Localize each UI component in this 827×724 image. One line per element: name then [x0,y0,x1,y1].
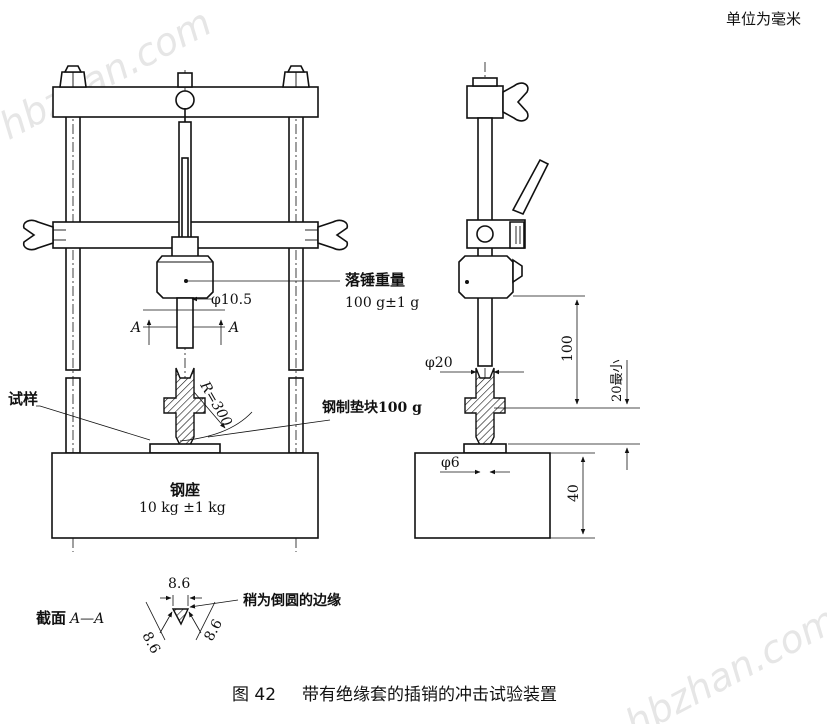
drop-weight-value: 100 g±1 g [345,295,419,311]
side-drop-weight [458,255,514,299]
unit-note: 单位为毫米 [726,10,801,28]
steel-pad-label: 钢制垫块100 g [322,399,422,416]
section-a-a: 8.6 8.6 8.6 稍为倒圆的边缘 截面 A—A [36,576,341,657]
front-view: A A φ10.5 落锤重量 100 g±1 g R=300 试样 钢制垫块10… [8,65,422,552]
section-side-right-label: 8.6 [201,617,226,644]
dim-20-min-label: 20最小 [610,359,625,402]
section-width-label: 8.6 [168,576,190,592]
side-view: 100 20最小 φ20 φ6 40 [414,62,640,539]
drop-weight [156,255,214,299]
side-top-block [466,85,504,119]
steel-base-label: 钢座 [170,481,200,499]
dim-phi20-label: φ20 [425,355,453,371]
section-triangle [171,608,190,626]
striker-pin [143,297,225,349]
top-nut-left [59,65,87,88]
release-lever [466,158,550,249]
side-specimen [464,367,506,446]
section-name-label: A—A [68,611,104,627]
hook-assembly [175,72,195,122]
specimen-pin [163,367,206,446]
wing-nut-left [22,219,66,251]
diameter-10-5-label: φ10.5 [211,292,252,308]
wing-nut-right [305,219,349,251]
figure-caption: 带有绝缘套的插销的冲击试验装置 [302,685,557,705]
side-wing-nut [502,82,529,122]
dim-100-label: 100 [560,335,576,362]
steel-base-value: 10 kg ±1 kg [139,500,226,516]
section-mark-left: A [129,320,141,336]
section-title-label: 截面 [36,609,66,627]
top-nut-right [282,65,310,88]
steel-base [51,452,319,539]
dim-phi6-label: φ6 [441,455,460,471]
steel-pad [149,443,221,454]
watermark-bottom: hbzhan.com [618,597,827,724]
side-steel-base [414,452,551,539]
weight-guide-bar [171,121,199,273]
section-side-left-label: 8.6 [138,629,163,656]
figure-number: 图 42 [232,685,276,705]
dim-40-label: 40 [566,484,582,502]
specimen-label: 试样 [8,390,38,408]
rounded-edges-label: 稍为倒圆的边缘 [243,592,341,609]
drop-weight-label: 落锤重量 [345,271,405,289]
section-mark-right: A [227,320,239,336]
